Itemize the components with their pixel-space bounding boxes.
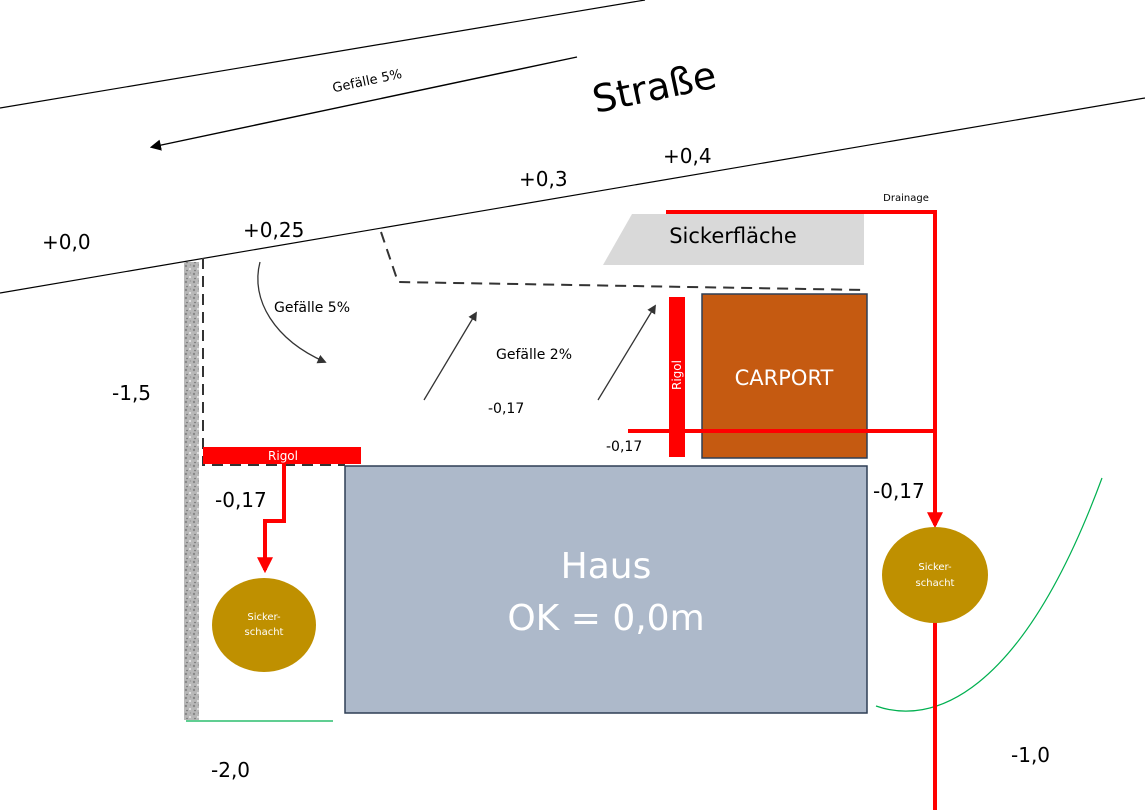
property-boundary xyxy=(202,258,345,466)
level-minus-2-0: -2,0 xyxy=(211,758,250,782)
house xyxy=(344,465,868,714)
rigol-left xyxy=(203,447,361,464)
sickerflaeche-area xyxy=(603,214,864,265)
sickerschacht-left-line2: schacht xyxy=(245,627,284,638)
sickerschacht-left xyxy=(212,578,316,672)
rigol-left-label: Rigol xyxy=(268,449,298,463)
street-slope-label: Gefälle 5% xyxy=(331,67,403,96)
garden-slope-2-label: Gefälle 2% xyxy=(496,347,572,363)
sickerschacht-right-line1: Sicker- xyxy=(918,562,952,573)
carport-label: CARPORT xyxy=(735,366,834,390)
level-minus-1-5: -1,5 xyxy=(112,381,151,405)
rigol-carport xyxy=(669,297,685,457)
level-minus-0-17-carport: -0,17 xyxy=(606,439,642,455)
level-minus-0-17-mid: -0,17 xyxy=(488,401,524,417)
sickerschacht-right xyxy=(882,527,988,623)
garden-slope-2-arrow-left xyxy=(423,311,477,401)
garden-slope-5-arrow xyxy=(257,261,327,364)
property-boundary-street-side xyxy=(380,231,867,291)
level-minus-1-0: -1,0 xyxy=(1011,743,1050,767)
rigol-carport-label: Rigol xyxy=(670,360,684,390)
street-edge-upper xyxy=(0,0,646,109)
green-ground-curve-right xyxy=(875,477,1103,712)
level-plus-0-3: +0,3 xyxy=(519,167,568,191)
level-minus-0-17-left: -0,17 xyxy=(215,488,267,512)
street-slope-arrow xyxy=(149,56,578,151)
garden-slope-2-arrow-right xyxy=(597,304,656,401)
level-minus-0-17-right: -0,17 xyxy=(873,479,925,503)
sickerschacht-left-line1: Sicker- xyxy=(247,612,281,623)
garden-slope-5-label: Gefälle 5% xyxy=(274,300,350,316)
sickerschacht-right-line2: schacht xyxy=(916,578,955,589)
level-plus-0-0: +0,0 xyxy=(42,230,91,254)
level-plus-0-4: +0,4 xyxy=(663,144,712,168)
house-label-line2: OK = 0,0m xyxy=(507,598,704,639)
drainage-label: Drainage xyxy=(883,193,929,204)
level-plus-0-25: +0,25 xyxy=(243,218,304,242)
drain-pipe-left xyxy=(257,464,286,574)
drainage-pipe xyxy=(666,210,943,529)
street-label: Straße xyxy=(588,53,720,122)
house-label-line1: Haus xyxy=(561,546,652,587)
sickerflaeche-label: Sickerfläche xyxy=(669,224,797,248)
gravel-strip xyxy=(184,262,199,720)
street-edge-lower xyxy=(0,97,1145,294)
